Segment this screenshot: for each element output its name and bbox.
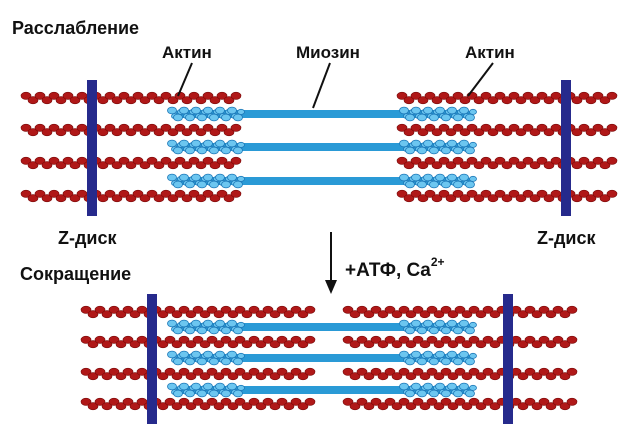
z-disk-left-contracted <box>147 294 157 424</box>
actin-filament-left-relaxed <box>20 91 242 105</box>
actin-filament-right-contracted <box>342 397 578 411</box>
actin-filament-right-relaxed <box>396 91 618 105</box>
z-disk-right-contracted <box>503 294 513 424</box>
actin-filament-left-relaxed <box>20 123 242 137</box>
actin-filament-right-contracted <box>342 367 578 381</box>
actin-filament-right-relaxed <box>396 123 618 137</box>
actin-filament-left-relaxed <box>20 156 242 170</box>
actin-filament-left-contracted <box>80 305 316 319</box>
relaxation-label: Расслабление <box>12 18 139 38</box>
z-disk-left-label: Z-диск <box>58 228 117 248</box>
transition-arrow <box>325 232 337 294</box>
actin-filament-left-contracted <box>80 367 316 381</box>
actin-filament-right-relaxed <box>396 156 618 170</box>
z-disk-right-label: Z-диск <box>537 228 596 248</box>
myosin-filament-relaxed <box>167 106 477 122</box>
condition-superscript: 2+ <box>431 255 445 269</box>
contraction-label: Сокращение <box>20 264 131 284</box>
myosin-filament-contracted <box>167 350 477 366</box>
actin-left-label: Актин <box>162 43 212 62</box>
actin-left-pointer <box>177 62 193 97</box>
actin-filament-right-contracted <box>342 305 578 319</box>
actin-right-label: Актин <box>465 43 515 62</box>
actin-filament-left-relaxed <box>20 189 242 203</box>
condition-text: +АТФ, Ca <box>345 260 431 281</box>
actin-filament-left-contracted <box>80 397 316 411</box>
z-disk-left-relaxed <box>87 80 97 216</box>
contracted-sarcomere <box>80 294 578 424</box>
myosin-pointer <box>312 62 331 109</box>
actin-filament-right-contracted <box>342 335 578 349</box>
actin-filament-right-relaxed <box>396 189 618 203</box>
actin-filament-left-contracted <box>80 335 316 349</box>
myosin-filament-contracted <box>167 319 477 335</box>
myosin-filament-contracted <box>167 382 477 398</box>
condition-label: +АТФ, Ca2+ <box>345 255 445 281</box>
myosin-filament-relaxed <box>167 139 477 155</box>
myosin-filament-relaxed <box>167 173 477 189</box>
actin-right-pointer <box>467 62 494 97</box>
z-disk-right-relaxed <box>561 80 571 216</box>
myosin-label: Миозин <box>296 43 360 62</box>
relaxed-sarcomere <box>20 80 618 216</box>
